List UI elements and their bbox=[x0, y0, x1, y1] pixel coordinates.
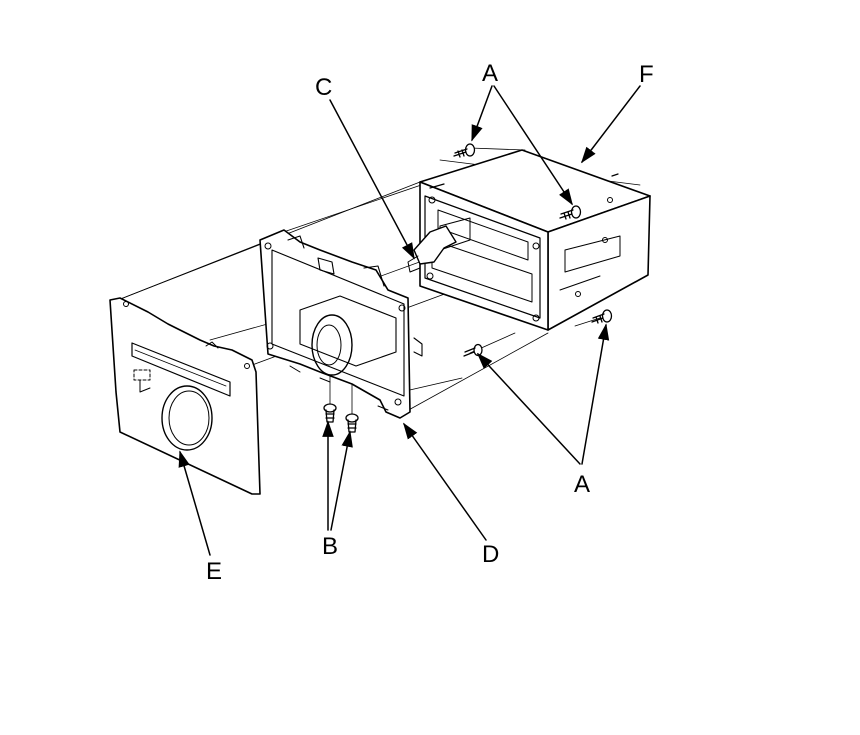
leader-a-bottom-1 bbox=[476, 352, 581, 465]
leader-a-top-1 bbox=[471, 85, 493, 142]
screw-a-bottom-right-icon bbox=[591, 309, 613, 324]
callout-c: C bbox=[315, 74, 333, 101]
leader-a-top-2 bbox=[493, 85, 573, 206]
rear-housing-unit bbox=[419, 149, 651, 331]
screw-a-top-left-icon bbox=[453, 143, 476, 158]
callout-e: E bbox=[206, 558, 223, 585]
screw-b-left-icon bbox=[323, 403, 337, 423]
leader-b-2 bbox=[330, 430, 353, 531]
front-panel bbox=[109, 297, 261, 495]
front-bracket-frame bbox=[259, 229, 423, 419]
callout-leaders bbox=[178, 85, 641, 556]
callout-d: D bbox=[482, 541, 500, 568]
callout-f: F bbox=[639, 61, 654, 88]
callout-b: B bbox=[322, 533, 339, 560]
leader-c bbox=[329, 99, 415, 260]
callout-a-bottom: A bbox=[574, 471, 591, 498]
leader-f bbox=[580, 85, 641, 164]
leader-a-bottom-2 bbox=[581, 323, 610, 465]
screw-a-top-right-icon bbox=[559, 205, 582, 220]
callout-a-top: A bbox=[482, 60, 499, 87]
leader-d bbox=[403, 422, 487, 541]
leader-e bbox=[178, 450, 211, 556]
screw-a-bottom-center-icon bbox=[463, 343, 483, 357]
screw-b-right-icon bbox=[345, 413, 359, 433]
